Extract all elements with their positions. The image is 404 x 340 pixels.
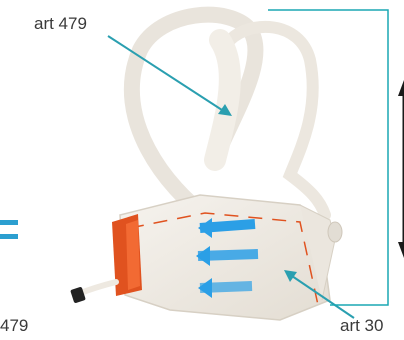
side-knob: [328, 222, 342, 242]
double-arrow-icon: [398, 80, 404, 258]
equals-sign: [0, 220, 18, 239]
label-art-30: art 30: [340, 316, 383, 336]
strap-loop: [132, 15, 256, 215]
label-art-479: art 479: [34, 14, 87, 34]
strap-rear: [230, 27, 325, 215]
label-479-cut: 479: [0, 316, 28, 336]
strap-front: [215, 40, 230, 160]
power-cord: [78, 282, 116, 294]
